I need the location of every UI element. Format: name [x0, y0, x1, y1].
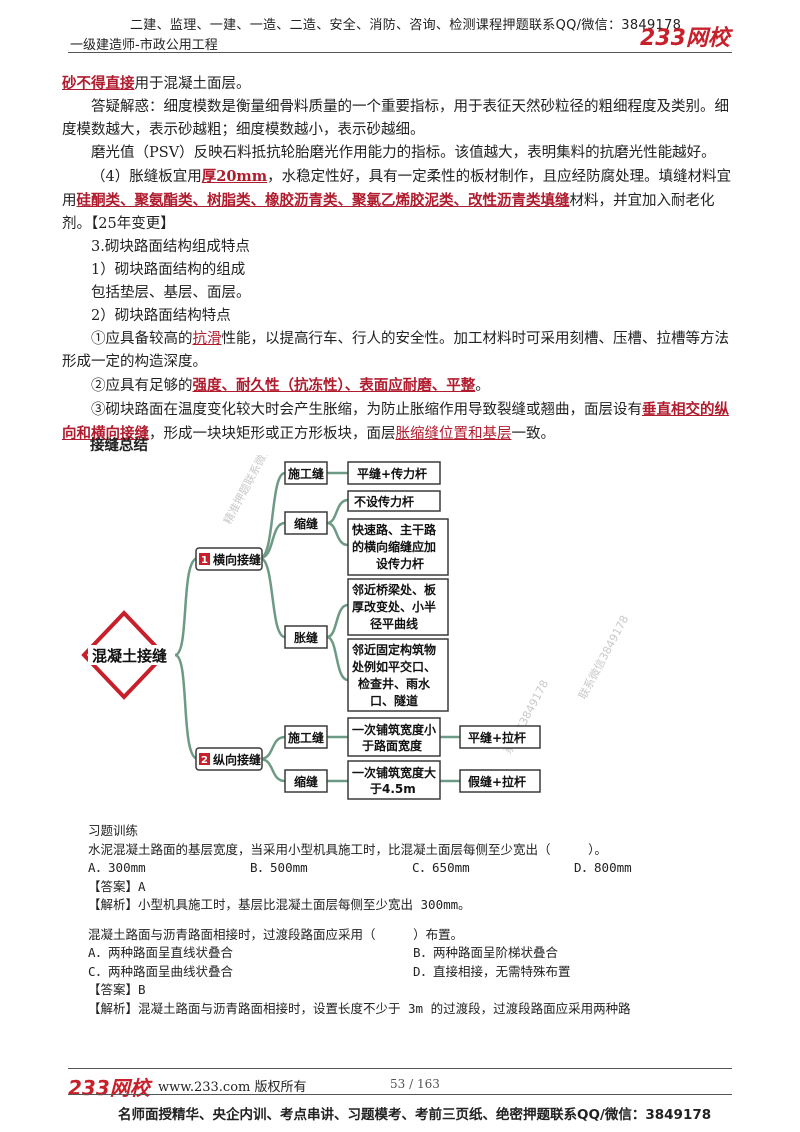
longitudinal-joint-box	[195, 747, 263, 771]
question-2-explanation: 【解析】混凝土路面与沥青路面相接时，设置长度不少于 3m 的过渡段，过渡段路面应…	[88, 1000, 631, 1016]
t-expand-leaf2-line: 口、隧道	[370, 693, 418, 708]
l-shrink-mid-line: 一次铺筑宽度大	[352, 765, 436, 780]
header-subtitle: 一级建造师-市政公用工程	[70, 38, 218, 53]
t-expand-leaf1-line: 径平曲线	[370, 616, 418, 631]
body-text: 砂不得直接用于混凝土面层。 答疑解惑：细度模数是衡量细骨料质量的一个重要指标，用…	[62, 72, 734, 446]
t-shrink-leaf1: 不设传力杆	[354, 494, 414, 509]
l-construction-leaf: 平缝+拉杆	[468, 730, 526, 745]
t-construction-leaf: 平缝+传力杆	[357, 466, 427, 481]
para-expansion-board: （4）胀缝板宜用厚20mm，水稳定性好，具有一定柔性的板材制作，且应经防腐处理。…	[62, 168, 732, 232]
t-shrink-leaf2-line: 设传力杆	[376, 556, 424, 571]
t-expand-leaf2-line: 检查井、雨水	[358, 676, 431, 691]
para-block-features: 2）砌块路面结构特点	[91, 308, 231, 324]
t-expand-leaf1-line: 厚改变处、小半	[352, 599, 436, 614]
longitudinal-joint-label: 纵向接缝	[213, 752, 261, 767]
connector	[326, 603, 349, 639]
para-block-layers: 包括垫层、基层、面层。	[91, 285, 251, 301]
para-strength: ②应具有足够的强度、耐久性（抗冻性）、表面应耐磨、平整。	[91, 377, 490, 394]
header-divider	[68, 52, 732, 53]
connector	[259, 757, 286, 783]
t-construction-leaf-box	[347, 461, 441, 485]
number-badge-text: 2	[201, 755, 208, 766]
header-logo: 233网校	[640, 26, 730, 51]
para-sand: 砂不得直接用于混凝土面层。	[62, 75, 251, 92]
number-badge	[199, 553, 210, 565]
l-construction-mid-line: 于路面宽度	[362, 738, 423, 753]
para-joints: ③砌块路面在温度变化较大时会产生胀缩，为防止胀缩作用导致裂缝或翘曲，面层设有垂直…	[62, 401, 729, 442]
para-fineness: 答疑解惑：细度模数是衡量细骨料质量的一个重要指标，用于表征天然砂粒径的粗细程度及…	[62, 99, 729, 138]
header-contact-line: 二建、监理、一建、一造、二造、安全、消防、咨询、检测课程押题联系QQ/微信：38…	[130, 18, 682, 33]
transverse-joint-label: 横向接缝	[213, 552, 261, 567]
t-expand-leaf2-line: 邻近固定构筑物	[351, 642, 436, 657]
connector	[259, 521, 286, 560]
connector	[174, 556, 199, 657]
joint-mind-map: 精准押题联系微信3849178 联系微信3849178 系微信3849178 混…	[81, 455, 631, 800]
t-shrink-leaf2-line: 快速路、主干路	[352, 522, 437, 537]
root-label-bg	[88, 645, 174, 665]
para-antiskid: ①应具备较高的抗滑性能，以提高行车、行人的安全性。加工材料时可采用刻槽、压槽、拉…	[62, 331, 729, 370]
l-construction-label: 施工缝	[288, 730, 324, 745]
t-shrink-leaf1-box	[347, 490, 441, 512]
number-badge-text: 1	[201, 555, 208, 566]
t-expand-box	[284, 625, 328, 649]
connector	[174, 653, 199, 761]
question-1-answer: 【答案】A	[88, 878, 146, 894]
question-2-answer: 【答案】B	[88, 982, 146, 997]
t-shrink-leaf2-line: 的横向缩缝应加	[352, 539, 436, 554]
question-2: 混凝土路面与沥青路面相接时，过渡段路面应采用（ ）布置。	[88, 926, 464, 942]
connector	[259, 471, 286, 560]
l-shrink-leaf: 假缝+拉杆	[468, 774, 526, 789]
exercise-title: 习题训练	[88, 823, 139, 838]
para-psv: 磨光值（PSV）反映石料抵抗轮胎磨光作用能力的指标。该值越大，表明集料的抗磨光性…	[91, 145, 716, 161]
l-shrink-leaf-box	[459, 769, 541, 793]
t-expand-leaf2-box	[347, 638, 449, 712]
question-1-explanation: 【解析】小型机具施工时，基层比混凝土面层每侧至少宽出 300mm。	[88, 897, 471, 912]
connector	[259, 735, 286, 761]
footer-divider	[68, 1094, 732, 1095]
para-block-composition: 1）砌块路面结构的组成	[91, 262, 246, 278]
footer-contact-line: 名师面授精华、央企内训、考点串讲、习题模考、考前三页纸、绝密押题联系QQ/微信：…	[118, 1107, 712, 1123]
t-expand-leaf1-line: 邻近桥梁处、板	[351, 582, 437, 597]
number-badge	[199, 753, 210, 765]
l-shrink-mid-box	[347, 760, 441, 800]
question-1: 水泥混凝土路面的基层宽度，当采用小型机具施工时，比混凝土面层每侧至少宽出（ ）。	[88, 841, 607, 857]
root-label: 混凝土接缝	[92, 647, 167, 665]
t-shrink-label: 缩缝	[294, 516, 318, 531]
t-expand-leaf2-line: 处例如平交口、	[351, 659, 436, 674]
l-shrink-mid-line: 于4.5m	[370, 782, 416, 796]
t-expand-leaf1-box	[347, 578, 449, 636]
l-construction-mid-box	[347, 717, 441, 757]
footer-divider	[68, 1068, 732, 1069]
t-shrink-box	[284, 511, 328, 535]
footer-copyright: www.233.com 版权所有	[158, 1080, 307, 1095]
section-title-joints: 接缝总结	[90, 438, 148, 454]
l-shrink-box	[284, 769, 328, 793]
connector	[326, 521, 349, 547]
exercise-section: 习题训练 水泥混凝土路面的基层宽度，当采用小型机具施工时，比混凝土面层每侧至少宽…	[88, 822, 738, 1018]
para-block-heading: 3.砌块路面结构组成特点	[91, 239, 250, 255]
connector	[326, 498, 349, 525]
l-shrink-label: 缩缝	[294, 774, 318, 789]
l-construction-mid-line: 一次铺筑宽度小	[352, 722, 436, 737]
footer-logo: 233网校	[68, 1076, 150, 1100]
l-construction-leaf-box	[459, 725, 541, 749]
watermark: 联系微信3849178	[575, 613, 631, 702]
page-number: 53 / 163	[390, 1077, 440, 1091]
l-construction-box	[284, 725, 328, 749]
connector	[259, 556, 286, 639]
t-expand-label: 胀缝	[294, 630, 318, 645]
t-construction-box	[284, 461, 328, 485]
t-shrink-leaf2-box	[347, 518, 449, 576]
t-construction-label: 施工缝	[288, 466, 324, 481]
transverse-joint-box	[195, 547, 263, 571]
connector	[326, 635, 349, 682]
